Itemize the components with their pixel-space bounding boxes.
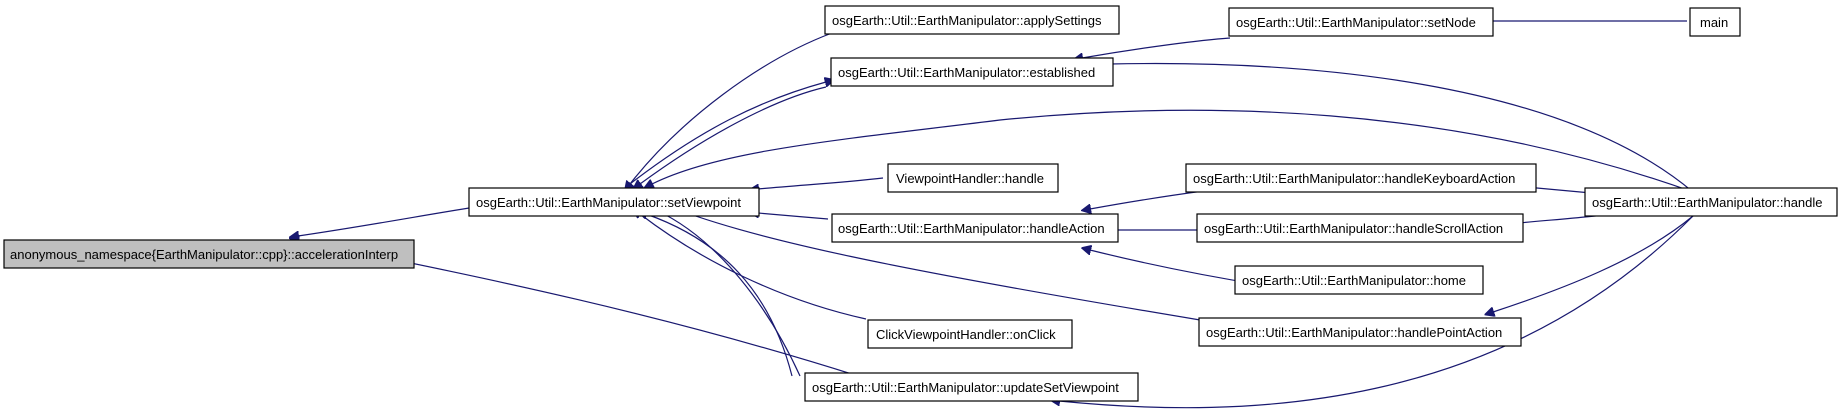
node-handle-keyboard-action[interactable]: osgEarth::Util::EarthManipulator::handle…: [1185, 163, 1537, 193]
edge-setnode-to-established: [1082, 37, 1231, 58]
edge-setviewpoint-to-updatesetviewpoint-b: [656, 210, 801, 377]
node-handle[interactable]: osgEarth::Util::EarthManipulator::handle: [1584, 187, 1838, 217]
node-handle-action[interactable]: osgEarth::Util::EarthManipulator::handle…: [831, 213, 1119, 243]
node-apply-settings[interactable]: osgEarth::Util::EarthManipulator::applyS…: [824, 5, 1120, 35]
node-label: osgEarth::Util::EarthManipulator::establ…: [838, 65, 1095, 80]
edge-onclick-to-setviewpoint: [640, 214, 867, 320]
node-label: anonymous_namespace{EarthManipulator::cp…: [10, 247, 398, 262]
edge-handle-to-updatesetviewpoint: [1059, 215, 1694, 409]
edge-handle-to-established: [1110, 64, 1694, 193]
edge-handleaction-to-setviewpoint: [758, 213, 829, 220]
edge-applysettings-to-setviewpoint: [630, 32, 833, 184]
node-label: osgEarth::Util::EarthManipulator::applyS…: [832, 13, 1102, 28]
node-label: osgEarth::Util::EarthManipulator::handle…: [1206, 325, 1502, 340]
node-acceleration-interp[interactable]: anonymous_namespace{EarthManipulator::cp…: [3, 239, 415, 269]
edge-setviewpoint-to-established: [640, 86, 827, 184]
edge-established-to-setviewpoint: [629, 82, 826, 185]
node-click-viewpoint-handler-onclick[interactable]: ClickViewpointHandler::onClick: [867, 319, 1073, 349]
edge-updatesetviewpoint-to-setviewpoint-a: [646, 214, 793, 377]
edge-handlepoint-to-setviewpoint: [658, 202, 1201, 321]
node-set-node[interactable]: osgEarth::Util::EarthManipulator::setNod…: [1228, 7, 1494, 37]
node-established[interactable]: osgEarth::Util::EarthManipulator::establ…: [830, 57, 1114, 87]
node-label: osgEarth::Util::EarthManipulator::setNod…: [1236, 15, 1476, 30]
edge-handle-to-handlepoint: [1493, 215, 1694, 312]
node-handle-point-action[interactable]: osgEarth::Util::EarthManipulator::handle…: [1198, 317, 1522, 347]
node-main[interactable]: main: [1689, 7, 1741, 37]
node-label: osgEarth::Util::EarthManipulator::handle…: [838, 221, 1105, 236]
node-label: osgEarth::Util::EarthManipulator::handle…: [1204, 221, 1503, 236]
edge-handle-to-setviewpoint: [652, 109, 1694, 193]
node-label: osgEarth::Util::EarthManipulator::handle: [1592, 195, 1823, 210]
node-update-set-viewpoint[interactable]: osgEarth::Util::EarthManipulator::update…: [804, 372, 1139, 402]
node-handle-scroll-action[interactable]: osgEarth::Util::EarthManipulator::handle…: [1196, 213, 1524, 243]
node-label: osgEarth::Util::EarthManipulator::setVie…: [476, 195, 741, 210]
edges: [298, 21, 1694, 409]
node-label: ViewpointHandler::handle: [896, 171, 1044, 186]
node-label: main: [1700, 15, 1728, 30]
node-label: osgEarth::Util::EarthManipulator::handle…: [1193, 171, 1515, 186]
node-label: osgEarth::Util::EarthManipulator::update…: [812, 380, 1119, 395]
node-home[interactable]: osgEarth::Util::EarthManipulator::home: [1234, 265, 1484, 295]
node-viewpoint-handler-handle[interactable]: ViewpointHandler::handle: [887, 163, 1059, 193]
node-label: osgEarth::Util::EarthManipulator::home: [1242, 273, 1466, 288]
node-label: ClickViewpointHandler::onClick: [876, 327, 1056, 342]
edge-vphandle-to-setviewpoint: [758, 177, 884, 189]
node-set-viewpoint[interactable]: osgEarth::Util::EarthManipulator::setVie…: [468, 187, 760, 217]
